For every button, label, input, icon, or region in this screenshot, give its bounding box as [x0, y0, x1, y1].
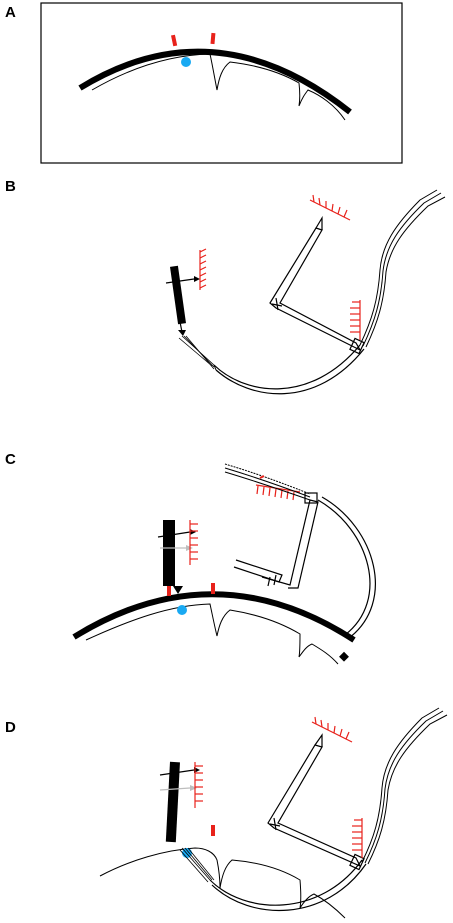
red-tick-marker	[210, 32, 216, 45]
black-probe-bar	[170, 265, 186, 325]
panel-b-outer-arc	[213, 344, 361, 390]
black-diamond-marker	[339, 651, 349, 662]
hatched-scale	[350, 300, 361, 340]
black-arrow	[165, 278, 195, 284]
l-bracket	[269, 215, 365, 355]
panel-d-thin-arc	[99, 847, 346, 919]
panel-c-side-arc-outer	[317, 499, 371, 636]
wire-bundle	[361, 707, 448, 865]
black-arrow-head	[173, 586, 183, 594]
l-bracket	[233, 492, 319, 589]
black-probe-bar	[165, 761, 180, 843]
hatched-scale	[194, 762, 203, 808]
red-tick-marker	[211, 583, 215, 594]
black-arrow	[159, 769, 195, 776]
black-probe-bar	[163, 520, 175, 586]
l-bracket	[267, 733, 365, 871]
hatched-scale	[189, 520, 198, 565]
panel-label-b: B	[5, 178, 16, 195]
black-arrow-head	[194, 276, 200, 282]
panel-b-diagram	[165, 189, 446, 395]
panel-c-thin-arc	[85, 603, 339, 665]
wire-bundle	[359, 189, 446, 348]
hatched-scale	[309, 194, 351, 221]
panel-c-diagram	[72, 463, 376, 665]
panel-d-outer-arc	[209, 859, 363, 906]
black-arrow-head	[178, 330, 186, 336]
red-tick-marker	[171, 34, 178, 47]
hatched-scale	[199, 248, 207, 290]
panel-d-inner-arc	[211, 863, 367, 912]
gray-arrow	[159, 787, 191, 791]
wire-bundle	[224, 463, 311, 501]
panel-c-thick-arc	[72, 591, 356, 643]
hatched-scale	[352, 818, 363, 858]
panel-a-thin-arc	[91, 53, 346, 121]
panel-label-d: D	[5, 719, 16, 736]
hatched-scale	[311, 716, 353, 743]
panel-a-diagram	[40, 2, 403, 164]
blue-dot-marker	[181, 57, 191, 67]
panel-label-c: C	[5, 451, 16, 468]
gray-arrow-head	[190, 785, 197, 791]
red-tick-marker	[211, 825, 215, 836]
panel-label-a: A	[5, 4, 16, 21]
fan-lines	[179, 847, 215, 883]
red-tick-marker	[167, 585, 171, 596]
fan-lines	[178, 335, 215, 370]
panel-d-diagram	[99, 707, 448, 919]
blue-dot-marker	[177, 605, 187, 615]
panel-a-frame	[40, 2, 403, 164]
panel-b-inner-arc	[215, 348, 365, 395]
black-arrow	[157, 531, 191, 538]
black-arrow-head	[190, 529, 196, 535]
panel-a-thick-arc	[78, 48, 352, 115]
panel-c-side-arc-inner	[321, 496, 376, 639]
